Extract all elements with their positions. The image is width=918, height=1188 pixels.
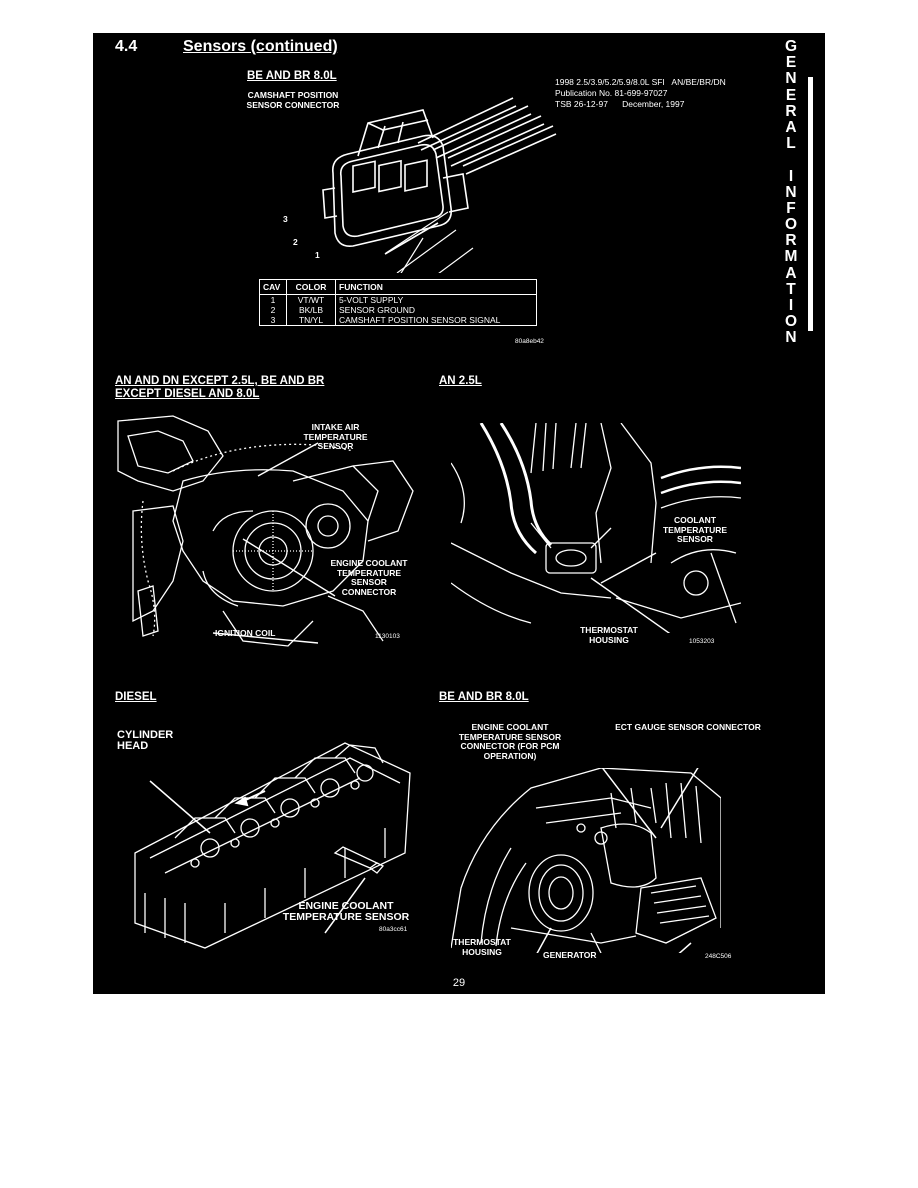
fig2-heading-line1: AN AND DN EXCEPT 2.5L, BE AND BR: [115, 375, 325, 387]
engine-illustration-be-br-80: [451, 768, 721, 953]
publication-info: 1998 2.5/3.9/5.2/5.9/8.0L SFI AN/BE/BR/D…: [555, 77, 726, 110]
section-title: Sensors (continued): [183, 38, 338, 55]
table-row: 2 BK/LB SENSOR GROUND: [259, 305, 537, 315]
side-tab-letter: I: [788, 167, 794, 185]
cav-table: CAV COLOR FUNCTION 1 VT/WT 5-VOLT SUPPLY…: [259, 279, 537, 326]
side-tab-letter: E: [785, 86, 797, 104]
fig5-heading: BE AND BR 8.0L: [439, 691, 529, 703]
cell-function: 5-VOLT SUPPLY: [339, 295, 404, 305]
side-tab-letter: N: [785, 70, 797, 88]
forward-arrow-icon: [234, 790, 266, 807]
engine-illustration-an-dn: [117, 415, 414, 647]
fig5-code: 248C506: [705, 953, 732, 960]
side-tab-letter: R: [785, 232, 797, 250]
side-tab-letter: A: [785, 118, 797, 136]
cell-function: CAMSHAFT POSITION SENSOR SIGNAL: [339, 315, 501, 325]
side-tab-letter: R: [785, 102, 797, 120]
page-number: 29: [452, 977, 466, 989]
fig4-code: 80a3cc61: [379, 926, 408, 933]
col-header-function: FUNCTION: [339, 282, 383, 292]
fig1-connector-label: CAMSHAFT POSITION SENSOR CONNECTOR: [246, 90, 340, 110]
engine-illustration-an-25: [451, 423, 741, 633]
table-row: 3 TN/YL CAMSHAFT POSITION SENSOR SIGNAL: [259, 315, 537, 326]
fig5-thermostat-housing-label: THERMOSTAT HOUSING: [453, 937, 511, 957]
fig1-code: 80a8eb42: [515, 338, 544, 345]
intake-air-sensor-label: INTAKE AIR TEMPERATURE SENSOR: [303, 422, 368, 451]
side-tab-letter: I: [788, 297, 794, 314]
publication-line: Publication No. 81-699-97027: [555, 88, 668, 98]
fig2-heading-line2: EXCEPT DIESEL AND 8.0L: [115, 388, 260, 400]
side-tab-letter: N: [785, 183, 797, 201]
cell-color: VT/WT: [286, 294, 336, 305]
diesel-engine-illustration: [134, 742, 411, 949]
fig3-code: 1053203: [689, 638, 715, 645]
diesel-coolant-sensor-label: ENGINE COOLANT TEMPERATURE SENSOR: [282, 900, 410, 923]
cell-function: SENSOR GROUND: [339, 305, 416, 315]
side-tab-letter: L: [786, 135, 796, 153]
side-tab-letter: T: [786, 280, 796, 298]
camshaft-connector-illustration: [322, 97, 557, 273]
side-tab-letter: M: [784, 248, 798, 266]
generator-label: GENERATOR: [543, 950, 597, 960]
pin-label-2: 2: [293, 237, 298, 247]
pin-label-3: 3: [283, 214, 288, 224]
coolant-temp-sensor-label: COOLANT TEMPERATURE SENSOR: [662, 515, 728, 544]
side-tab-letter: [779, 152, 803, 168]
col-header-cav: CAV: [259, 279, 287, 295]
fig1-heading: BE AND BR 8.0L: [247, 70, 337, 82]
cell-cav: 1: [259, 294, 287, 305]
publication-line: 1998 2.5/3.9/5.2/5.9/8.0L SFI AN/BE/BR/D…: [555, 77, 726, 87]
table-row: 1 VT/WT 5-VOLT SUPPLY: [259, 294, 537, 305]
cylinder-head-label: CYLINDER HEAD: [117, 729, 174, 752]
cell-color: BK/LB: [286, 305, 336, 315]
fig3-thermostat-housing-label: THERMOSTAT HOUSING: [580, 625, 638, 645]
fig2-code: 1130103: [375, 633, 400, 640]
side-tab-letter: O: [784, 313, 798, 331]
ect-pcm-connector-label: ENGINE COOLANT TEMPERATURE SENSOR CONNEC…: [458, 722, 562, 761]
cell-cav: 3: [259, 315, 287, 326]
side-tab-letter: N: [785, 329, 797, 347]
ect-gauge-connector-label: ECT GAUGE SENSOR CONNECTOR: [615, 722, 761, 732]
engine-coolant-connector-label: ENGINE COOLANT TEMPERATURE SENSOR CONNEC…: [330, 558, 408, 597]
fig4-heading: DIESEL: [115, 691, 157, 703]
col-header-color: COLOR: [286, 279, 336, 295]
side-tab-letter: F: [786, 199, 796, 217]
side-tab-letter: E: [785, 54, 797, 72]
cell-color: TN/YL: [286, 315, 336, 326]
side-tab-letter: A: [785, 264, 797, 282]
section-number: 4.4: [115, 38, 138, 55]
publication-line: TSB 26-12-97 December, 1997: [555, 99, 685, 109]
pin-label-1: 1: [315, 250, 320, 260]
cell-cav: 2: [259, 305, 287, 315]
side-tab-letter: G: [784, 38, 798, 55]
ignition-coil-label: IGNITION COIL: [215, 628, 276, 638]
side-tab-letter: O: [784, 216, 798, 234]
side-tab-bar: [808, 77, 813, 331]
fig3-heading: AN 2.5L: [439, 375, 482, 387]
